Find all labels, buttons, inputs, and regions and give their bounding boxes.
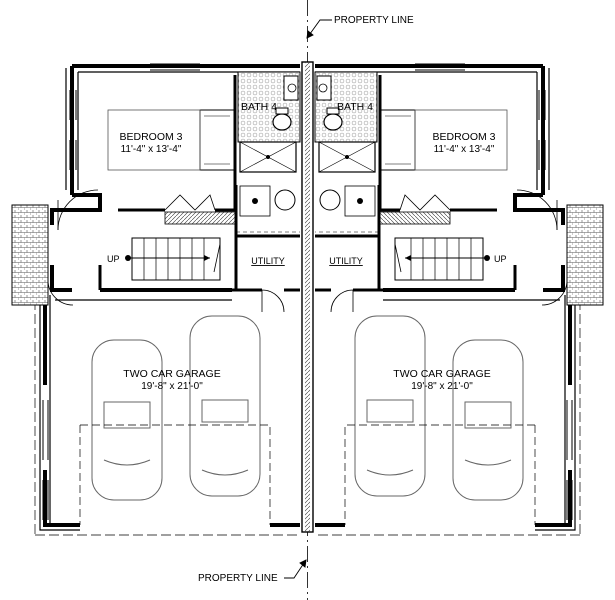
- property-line-label-bottom: PROPERTY LINE: [198, 573, 278, 584]
- right-bedroom-label: BEDROOM 3: [432, 131, 495, 143]
- left-utility-label: UTILITY: [251, 256, 285, 266]
- left-bath-label: BATH 4: [241, 101, 277, 113]
- right-garage-dim: 19'-8" x 21'-0": [411, 381, 473, 392]
- left-garage-label: TWO CAR GARAGE: [123, 368, 220, 380]
- right-bedroom-dim: 11'-4" x 13'-4": [434, 144, 495, 155]
- left-garage-dim: 19'-8" x 21'-0": [141, 381, 203, 392]
- property-line-leader-bottom: [284, 559, 307, 579]
- left-stair-up-label: UP: [107, 254, 120, 264]
- left-bedroom-dim: 11'-4" x 13'-4": [121, 144, 182, 155]
- right-stair-up-label: UP: [494, 254, 507, 264]
- right-bath-label: BATH 4: [337, 101, 373, 113]
- right-utility-label: UTILITY: [329, 256, 363, 266]
- right-garage-label: TWO CAR GARAGE: [393, 368, 490, 380]
- left-bedroom-label: BEDROOM 3: [119, 131, 182, 143]
- property-line-label-top: PROPERTY LINE: [334, 15, 414, 26]
- property-line-leader-top: [306, 19, 332, 39]
